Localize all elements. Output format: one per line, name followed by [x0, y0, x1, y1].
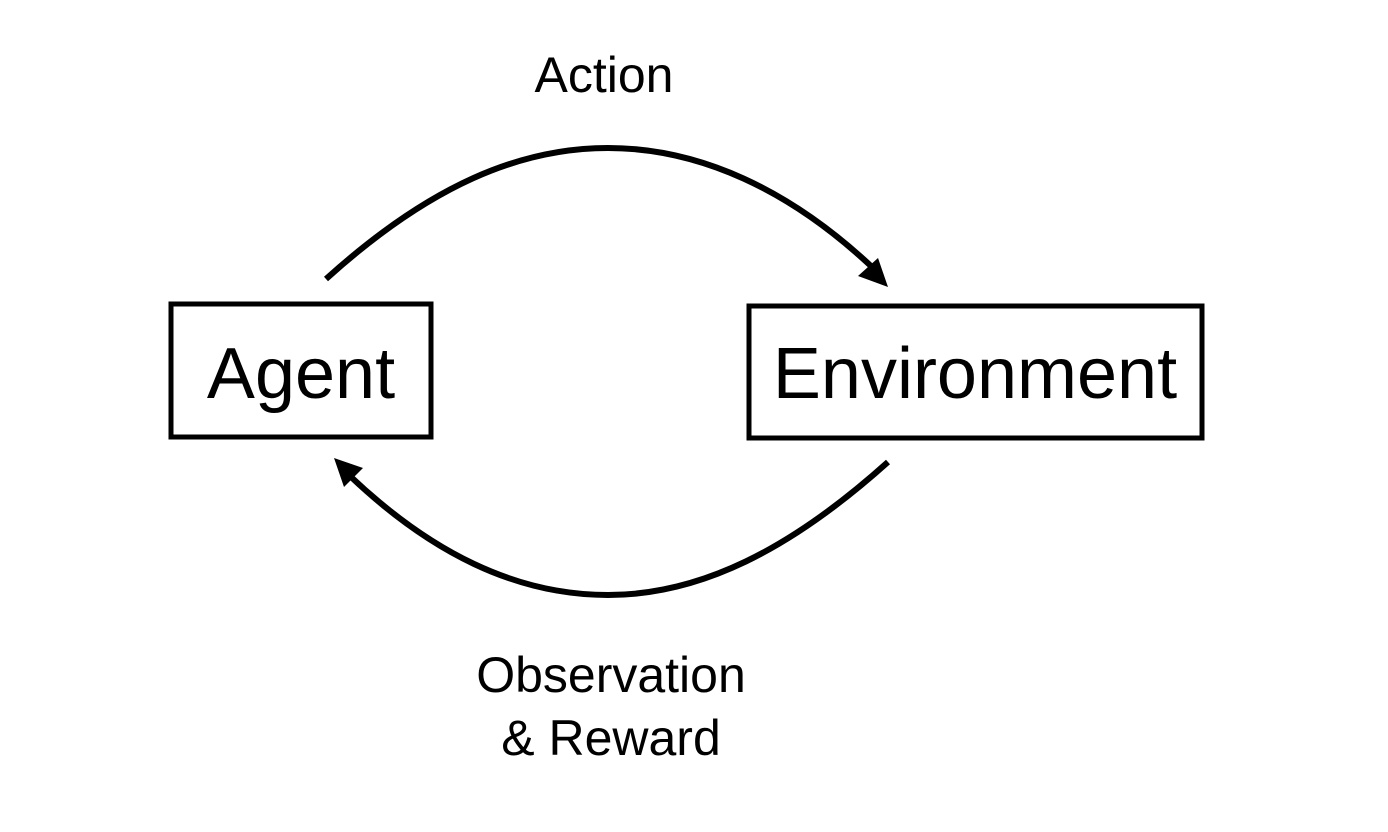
environment-node: Environment: [746, 303, 1205, 441]
reward-label: & Reward: [501, 710, 721, 766]
action-label: Action: [535, 47, 674, 103]
feedback-arrow-line: [347, 459, 891, 599]
environment-box: [746, 303, 1205, 441]
agent-label: Agent: [207, 334, 395, 414]
action-arrow: [323, 144, 888, 287]
agent-node: Agent: [168, 301, 434, 440]
action-arrow-line: [323, 144, 875, 282]
feedback-arrow: [334, 458, 891, 599]
environment-label: Environment: [773, 334, 1177, 414]
observation-label: Observation: [476, 647, 746, 703]
action-arrow-head: [858, 258, 888, 287]
feedback-arrow-head: [334, 458, 363, 487]
agent-box: [168, 301, 434, 440]
